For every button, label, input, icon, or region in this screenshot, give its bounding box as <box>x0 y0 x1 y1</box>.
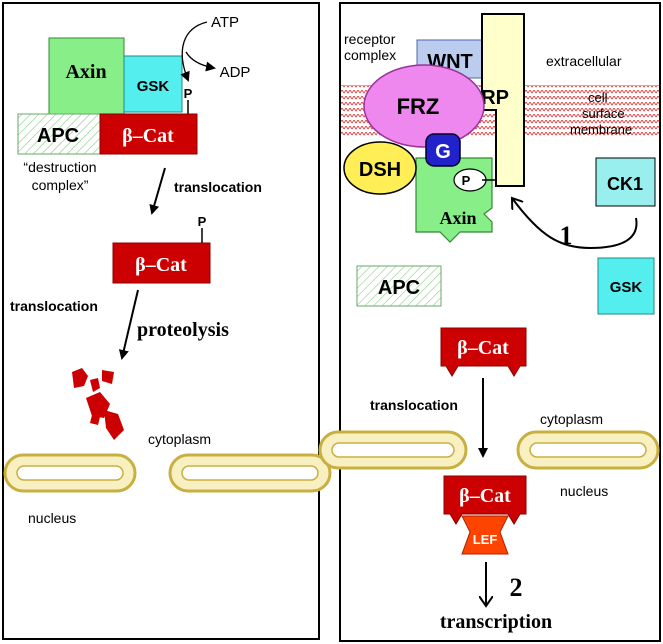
nuclear-envelope-right-1 <box>318 430 468 470</box>
nuclear-envelope-right-2 <box>516 430 660 470</box>
frz-receptor <box>363 64 485 148</box>
translocation-arrow-1 <box>149 167 166 215</box>
frz-label: FRZ <box>397 94 440 119</box>
proteolysis-label: proteolysis <box>137 319 229 341</box>
receptor-complex-label-1: receptor <box>344 31 396 47</box>
nuclear-envelope-left-1 <box>3 453 137 493</box>
extracellular-label: extracellular <box>546 53 622 69</box>
lef-label: LEF <box>473 532 498 547</box>
axin-box <box>48 37 125 115</box>
gsk-label: GSK <box>137 78 170 95</box>
nucleus-label-left: nucleus <box>28 510 76 526</box>
adp-arrow <box>185 51 216 72</box>
apc-label: APC <box>37 125 79 147</box>
beta-cat-nuc-label: β–Cat <box>459 485 511 507</box>
membrane-label-1: cell <box>588 90 608 105</box>
membrane-label-3: membrane <box>570 122 632 137</box>
g-protein-label: G <box>435 141 451 163</box>
axin-label-right: Axin <box>439 208 476 228</box>
gsk-label-right: GSK <box>610 279 643 296</box>
axin-label: Axin <box>65 61 106 83</box>
phospho-label: P <box>184 86 193 101</box>
gsk-box-right <box>597 257 655 315</box>
phospho-label-2: P <box>198 214 207 229</box>
translocation-arrow-2 <box>118 289 139 360</box>
left-panel: Axin GSK P APC β–Cat ATP ADP “destructio… <box>2 2 332 640</box>
apc-label-right: APC <box>378 277 420 299</box>
step-2-label: 2 <box>510 573 523 602</box>
atp-arrow <box>180 21 208 82</box>
dsh-protein <box>343 141 417 195</box>
cytoplasm-label-right: cytoplasm <box>540 411 603 427</box>
receptor-complex-label-2: complex <box>344 47 396 63</box>
nucleus-label-right: nucleus <box>560 483 608 499</box>
cytoplasm-label-left: cytoplasm <box>148 431 211 447</box>
transcription-label: transcription <box>440 611 552 633</box>
beta-cat-complex-label: β–Cat <box>122 125 174 147</box>
step-1-label: 1 <box>560 221 573 250</box>
lef-factor <box>461 515 509 555</box>
beta-cat-free-box <box>112 242 211 284</box>
phospho-label-right: P <box>462 173 471 188</box>
nuclear-envelope-left-2 <box>168 453 332 493</box>
beta-cat-cyto-label: β–Cat <box>457 337 509 359</box>
dsh-label: DSH <box>359 159 401 181</box>
destruction-complex-label-2: complex” <box>32 177 89 193</box>
ck1-box <box>595 157 656 207</box>
adp-label: ADP <box>220 64 251 81</box>
beta-cat-cyto-box <box>440 327 527 377</box>
ck1-label: CK1 <box>607 174 643 194</box>
degraded-beta-cat-fragments <box>72 368 124 440</box>
beta-cat-complex-box <box>99 113 198 155</box>
translocation-label-1: translocation <box>174 179 262 195</box>
right-panel: receptor complex WNT extracellular cell … <box>318 2 661 642</box>
gsk-box <box>123 55 183 113</box>
apc-box-right <box>356 265 442 307</box>
beta-cat-nuc-box <box>443 475 527 525</box>
axin-receptor-bound <box>415 157 493 243</box>
atp-label: ATP <box>211 14 239 31</box>
beta-cat-free-label: β–Cat <box>135 254 187 276</box>
g-protein <box>425 133 461 167</box>
destruction-complex-label-1: “destruction <box>23 159 96 175</box>
membrane-label-2: surface <box>582 106 625 121</box>
translocation-label-2: translocation <box>10 298 98 314</box>
translocation-label-right: translocation <box>370 397 458 413</box>
step-1-arrow <box>512 198 638 250</box>
